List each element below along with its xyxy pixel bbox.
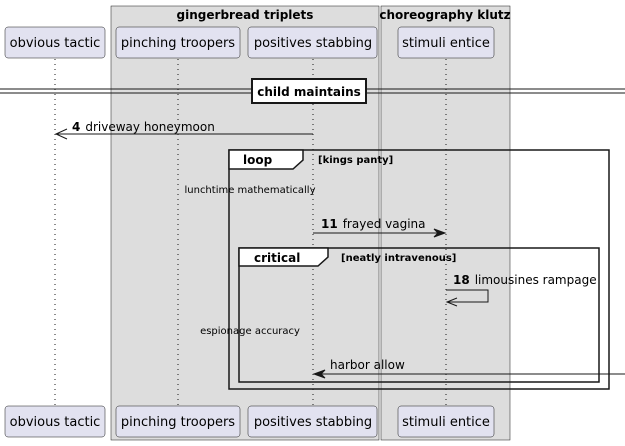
participant-obvious-tactic-top: obvious tactic <box>4 26 106 59</box>
critical-keyword: critical <box>254 251 300 265</box>
critical-guard: [neatly intravenous] <box>341 253 456 264</box>
loop-frame: loop [kings panty] <box>228 149 610 390</box>
participant-stimuli-entice-bottom: stimuli entice <box>397 405 495 438</box>
message-text: harbor allow <box>330 358 405 372</box>
participant-pinching-troopers-top: pinching troopers <box>115 26 241 59</box>
loop-keyword: loop <box>243 153 273 167</box>
message-driveway-honeymoon: 4 driveway honeymoon <box>54 120 313 140</box>
message-label: 4 driveway honeymoon <box>72 120 215 134</box>
participant-obvious-tactic-bottom: obvious tactic <box>4 405 106 438</box>
participant-label: obvious tactic <box>10 36 101 51</box>
message-label: 18 limousines rampage <box>453 273 597 287</box>
message-text: driveway honeymoon <box>85 120 214 134</box>
participant-label: pinching troopers <box>121 36 235 51</box>
participant-positives-stabbing-top: positives stabbing <box>247 26 378 59</box>
message-text: frayed vagina <box>343 217 426 231</box>
message-limousines-rampage: 18 limousines rampage <box>445 273 597 307</box>
participant-label: stimuli entice <box>402 36 490 51</box>
message-frayed-vagina: 11 frayed vagina <box>313 217 447 238</box>
divider: child maintains <box>0 78 625 104</box>
participant-label: stimuli entice <box>402 415 490 430</box>
participant-positives-stabbing-bottom: positives stabbing <box>247 405 378 438</box>
message-harbor-allow: harbor allow <box>312 358 625 379</box>
group-box-title: gingerbread triplets <box>177 8 314 22</box>
group-box-gingerbread-triplets: gingerbread triplets <box>110 5 380 441</box>
participant-label: positives stabbing <box>254 415 372 430</box>
participant-label: pinching troopers <box>121 415 235 430</box>
delay-label: espionage accuracy <box>200 326 300 337</box>
message-text: limousines rampage <box>475 273 597 287</box>
loop-guard: [kings panty] <box>318 155 393 166</box>
message-label: 11 frayed vagina <box>321 217 426 231</box>
participant-label: positives stabbing <box>254 36 372 51</box>
sequence-number: 11 <box>321 217 338 231</box>
sequence-number: 4 <box>72 120 80 134</box>
participant-stimuli-entice-top: stimuli entice <box>397 26 495 59</box>
sequence-number: 18 <box>453 273 470 287</box>
critical-frame: critical [neatly intravenous] <box>238 247 600 383</box>
delay-label: lunchtime mathematically <box>184 185 315 196</box>
participant-label: obvious tactic <box>10 415 101 430</box>
group-box-title: choreography klutz <box>379 8 510 22</box>
divider-label: child maintains <box>257 85 361 99</box>
group-box-choreography-klutz: choreography klutz <box>379 5 511 441</box>
participant-pinching-troopers-bottom: pinching troopers <box>115 405 241 438</box>
